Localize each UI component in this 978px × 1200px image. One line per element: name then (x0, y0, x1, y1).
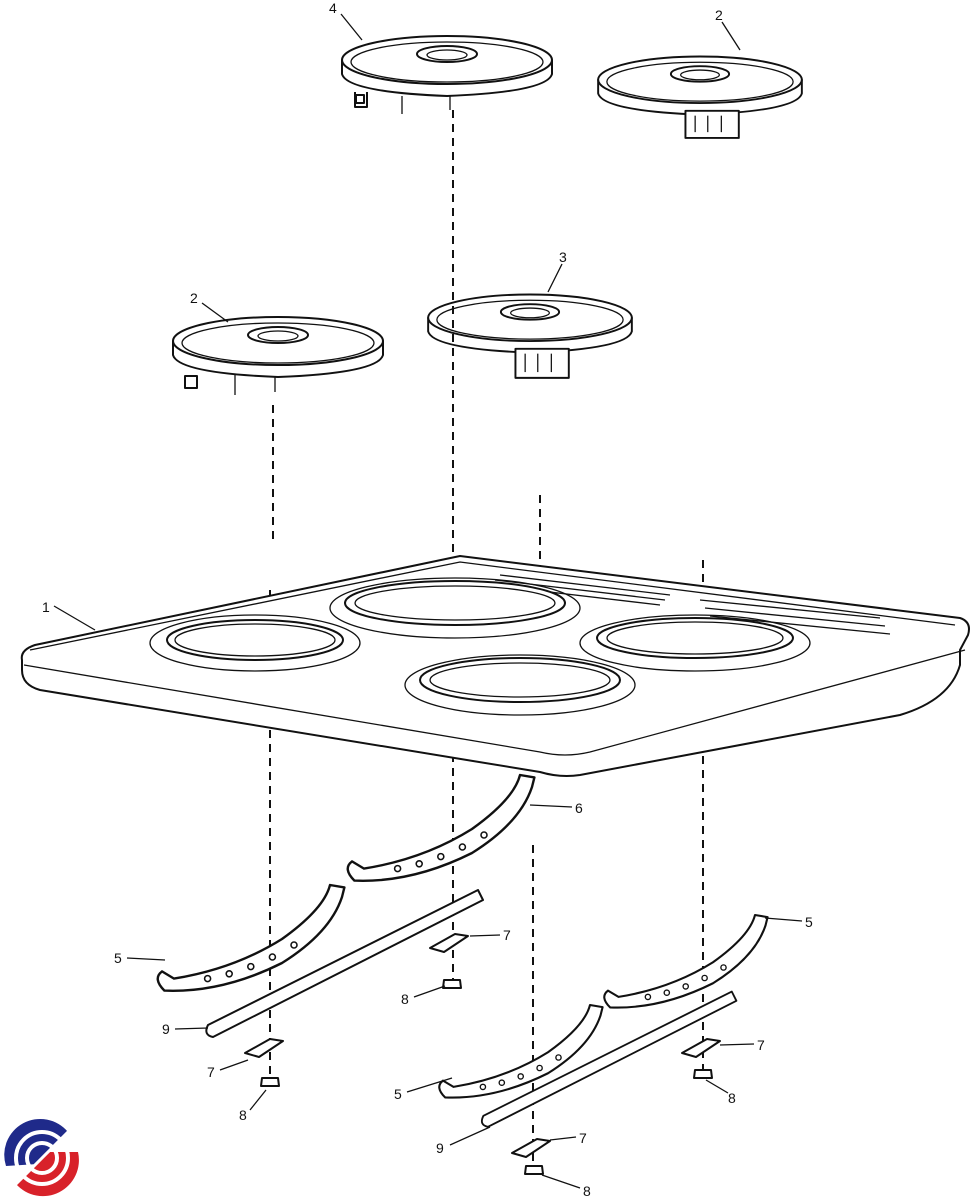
callout-labels: 4 2 2 3 1 6 5 7 8 9 7 8 5 7 5 9 7 8 8 (42, 0, 813, 1199)
cooktop-panel (20, 555, 970, 777)
callout-5: 5 (114, 950, 122, 966)
support-bracket-5-mid (438, 1003, 604, 1099)
callout-7: 7 (757, 1037, 765, 1053)
burner-element-4 (341, 35, 553, 114)
callout-8: 8 (401, 991, 409, 1007)
mounting-bar-9-right (480, 990, 738, 1128)
callout-8: 8 (239, 1107, 247, 1123)
brand-logo (0, 1118, 80, 1200)
callout-8: 8 (583, 1183, 591, 1199)
support-bracket-6 (346, 773, 536, 882)
nut-8 (260, 979, 713, 1175)
callout-leaders (53, 13, 803, 1189)
callout-7: 7 (503, 927, 511, 943)
callout-3: 3 (559, 249, 567, 265)
burner-element-2-top (597, 55, 803, 139)
burner-element-3 (427, 293, 633, 379)
support-bracket-5-right (603, 913, 769, 1009)
callout-7: 7 (207, 1064, 215, 1080)
callout-6: 6 (575, 800, 583, 816)
callout-5: 5 (805, 914, 813, 930)
callout-5: 5 (394, 1086, 402, 1102)
callout-4: 4 (329, 0, 337, 16)
burner-element-2-left (172, 316, 384, 395)
callout-7: 7 (579, 1130, 587, 1146)
callout-9: 9 (436, 1140, 444, 1156)
callout-8: 8 (728, 1090, 736, 1106)
callout-1: 1 (42, 599, 50, 615)
callout-2: 2 (190, 290, 198, 306)
callout-9: 9 (162, 1021, 170, 1037)
callout-2: 2 (715, 7, 723, 23)
